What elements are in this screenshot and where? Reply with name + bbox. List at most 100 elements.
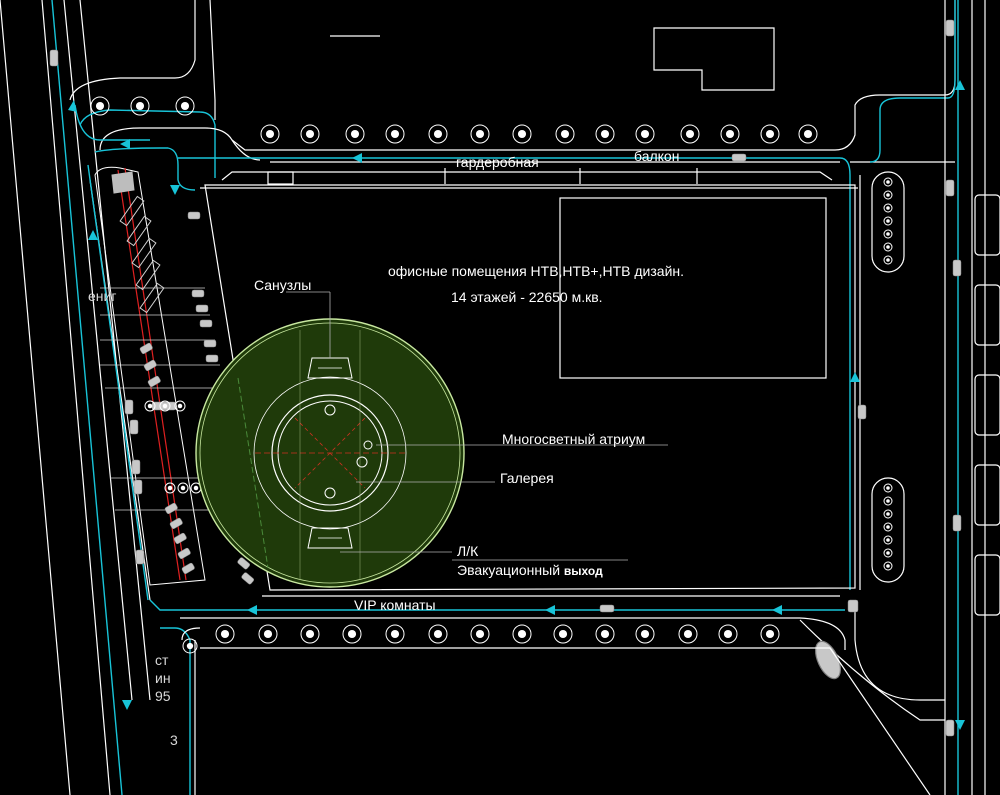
tree-core bbox=[886, 206, 890, 210]
upper-block bbox=[330, 27, 775, 91]
tree-core bbox=[886, 525, 890, 529]
tree-icon bbox=[635, 624, 655, 644]
tree-icon bbox=[883, 177, 893, 187]
fragment-bottom-2: ин bbox=[155, 670, 171, 686]
vehicles bbox=[49, 19, 962, 737]
tree-core bbox=[265, 129, 275, 139]
tree-core bbox=[147, 403, 153, 409]
tree-icon bbox=[720, 124, 740, 144]
tree-core bbox=[725, 129, 735, 139]
tree-icon bbox=[159, 400, 171, 412]
label-gallery: Галерея bbox=[500, 470, 554, 486]
tree-icon bbox=[883, 203, 893, 213]
tree-core bbox=[305, 629, 315, 639]
tree-core bbox=[886, 219, 890, 223]
tree-icon bbox=[182, 638, 198, 654]
tree-icon bbox=[883, 509, 893, 519]
tree-core bbox=[162, 403, 168, 409]
tree-core bbox=[305, 129, 315, 139]
fragment-left-mid: ениг bbox=[88, 288, 117, 304]
tree-core bbox=[886, 564, 890, 568]
right-road bbox=[944, 0, 1000, 795]
label-vip: VIP комнаты bbox=[354, 597, 436, 613]
tree-core bbox=[517, 129, 527, 139]
tree-core bbox=[347, 629, 357, 639]
tree-core bbox=[886, 512, 890, 516]
tree-icon bbox=[883, 561, 893, 571]
tree-icon bbox=[595, 624, 615, 644]
tree-core bbox=[167, 485, 173, 491]
rotunda bbox=[195, 318, 465, 588]
tree-core bbox=[886, 232, 890, 236]
tree-core bbox=[517, 629, 527, 639]
tree-core bbox=[220, 629, 230, 639]
tree-icon bbox=[512, 624, 532, 644]
label-lk: Л/К bbox=[457, 543, 479, 559]
label-evac-text: Эвакуационный bbox=[457, 562, 561, 578]
tree-core bbox=[558, 629, 568, 639]
tree-core bbox=[180, 485, 186, 491]
tree-icon bbox=[300, 124, 320, 144]
tree-icon bbox=[760, 624, 780, 644]
tree-icon bbox=[883, 548, 893, 558]
label-evac: Эвакуационный выход bbox=[457, 562, 603, 579]
tree-core bbox=[640, 129, 650, 139]
label-balkon: балкон bbox=[634, 148, 680, 164]
tree-core bbox=[600, 629, 610, 639]
tree-core bbox=[193, 485, 199, 491]
lower-street bbox=[180, 617, 931, 795]
tree-core bbox=[560, 129, 570, 139]
tree-core bbox=[390, 129, 400, 139]
tree-icon bbox=[428, 124, 448, 144]
tree-core bbox=[886, 499, 890, 503]
fragment-bottom-3: 95 bbox=[155, 688, 171, 704]
tree-icon bbox=[470, 124, 490, 144]
tree-icon bbox=[385, 124, 405, 144]
tree-core bbox=[723, 629, 733, 639]
tree-core bbox=[886, 180, 890, 184]
direction-arrows bbox=[68, 80, 965, 730]
tree-icon bbox=[883, 522, 893, 532]
tree-icon bbox=[883, 535, 893, 545]
tree-icon bbox=[883, 216, 893, 226]
tree-icon bbox=[883, 255, 893, 265]
upper-access-road bbox=[74, 0, 959, 795]
tree-icon bbox=[595, 124, 615, 144]
tree-core bbox=[685, 129, 695, 139]
tree-core bbox=[433, 629, 443, 639]
tree-icon bbox=[174, 400, 186, 412]
label-office: офисные помещения НТВ,НТВ+,НТВ дизайн. bbox=[388, 263, 685, 279]
tree-core bbox=[433, 129, 443, 139]
tree-icon bbox=[342, 624, 362, 644]
tree-icon bbox=[258, 624, 278, 644]
tree-icon bbox=[883, 483, 893, 493]
left-road bbox=[0, 0, 151, 795]
tree-core bbox=[683, 629, 693, 639]
tree-core bbox=[886, 245, 890, 249]
tree-icon bbox=[718, 624, 738, 644]
tree-core bbox=[390, 629, 400, 639]
tree-core bbox=[350, 129, 360, 139]
tree-core bbox=[640, 629, 650, 639]
label-garderobnaya: гардеробная bbox=[456, 154, 539, 170]
parking-lot bbox=[94, 166, 235, 586]
tree-core bbox=[475, 629, 485, 639]
tree-icon bbox=[144, 400, 156, 412]
tree-core bbox=[95, 101, 105, 111]
tree-core bbox=[177, 403, 183, 409]
tree-core bbox=[886, 486, 890, 490]
tree-icon bbox=[90, 96, 110, 116]
tree-icon bbox=[385, 624, 405, 644]
tree-icon bbox=[164, 482, 176, 494]
tree-core bbox=[180, 101, 190, 111]
tree-icon bbox=[177, 482, 189, 494]
tree-icon bbox=[760, 124, 780, 144]
fragment-bottom-1: ст bbox=[155, 652, 169, 668]
tree-core bbox=[475, 129, 485, 139]
label-floors: 14 этажей - 22650 м.кв. bbox=[451, 289, 603, 305]
tree-core bbox=[886, 193, 890, 197]
fragment-bottom-4: 3 bbox=[170, 732, 178, 748]
tree-core bbox=[765, 629, 775, 639]
tree-core bbox=[765, 129, 775, 139]
